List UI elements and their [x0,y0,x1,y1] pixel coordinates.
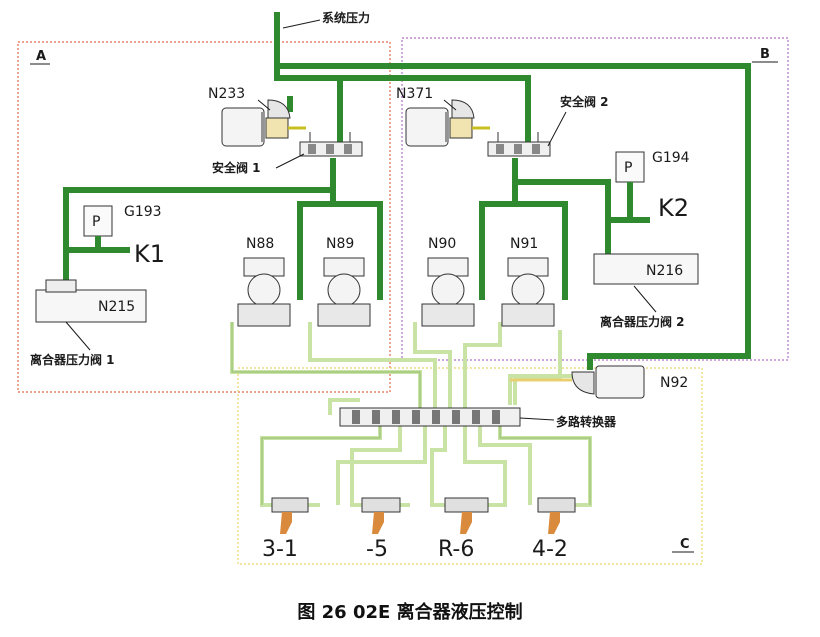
zone-a-label: A [36,49,46,64]
clutch-valve-n216 [593,253,699,285]
k1-label: K1 [134,240,165,268]
zone-a-border [17,41,391,393]
valve-n88 [237,257,291,327]
n216-label: N216 [646,263,683,279]
n215-label: N215 [98,299,135,315]
zone-b-border [401,37,789,361]
clutch-valve-1-label: 离合器压力阀 1 [30,352,115,367]
valve-n90 [421,257,475,327]
valve-n371 [405,99,490,147]
clutch-valve-2-label: 离合器压力阀 2 [600,314,685,329]
valve-n92 [510,365,645,399]
gear-5-label: -5 [366,537,388,562]
n89-label: N89 [326,236,354,252]
safety-valve-1-label: 安全阀 1 [212,160,261,175]
valve-n91 [501,257,555,327]
valve-n233 [221,99,306,147]
hydraulic-diagram: A B C 系统压力 [17,10,789,565]
safety-valve-2-label: 安全阀 2 [560,94,609,109]
figure-caption: 图 26 02E 离合器液压控制 [297,602,523,623]
piston-3-1 [271,497,309,534]
pressure-sensor-g194 [608,151,650,223]
n371-label: N371 [396,86,433,102]
multiplexer-label: 多路转换器 [556,414,617,429]
g194-label: G194 [652,150,690,166]
main-pressure-lines [63,12,751,370]
n91-label: N91 [510,236,538,252]
zone-b-label: B [760,47,770,62]
safety-valve-2 [487,132,551,157]
piston-r6 [444,497,489,534]
zone-c-label: C [680,537,690,552]
multiplexer [339,407,521,427]
g194-p-label: P [624,160,632,176]
k2-label: K2 [658,194,689,222]
g193-label: G193 [124,204,162,220]
n90-label: N90 [428,236,456,252]
piston-5 [361,497,401,534]
gear-r6-label: R-6 [438,537,474,562]
zone-c-border [237,367,703,565]
system-pressure-label: 系统压力 [322,10,370,25]
n233-label: N233 [208,86,245,102]
n92-label: N92 [660,375,688,391]
safety-valve-1 [299,132,363,157]
gear-4-2-label: 4-2 [532,537,568,562]
g193-p-label: P [92,214,100,230]
gear-3-1-label: 3-1 [262,537,298,562]
piston-4-2 [537,497,576,534]
pressure-sensor-g193 [66,205,130,253]
valve-n89 [317,257,371,327]
clutch-valve-n215 [35,279,147,323]
n88-label: N88 [246,236,274,252]
